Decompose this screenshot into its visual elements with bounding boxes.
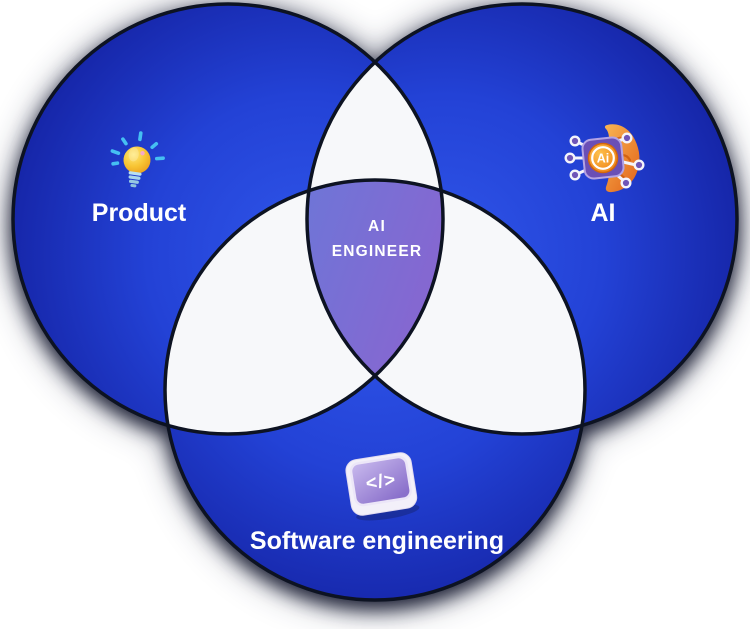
code-icon-screen: [349, 455, 412, 507]
ai-badge-ring-inner: [591, 146, 615, 170]
lightbulb-rays: [110, 131, 165, 166]
venn-outlines: [11, 2, 739, 602]
lightbulb-icon: [110, 131, 165, 188]
ai-badge-text: Ai: [597, 152, 610, 166]
code-icon: </>: [345, 452, 420, 521]
ai-circle-outline: [305, 2, 739, 436]
lightbulb-screw-base: [128, 171, 142, 188]
center-label-line2: ENGINEER: [332, 243, 423, 260]
center-label-line1: AI: [368, 218, 386, 235]
software-label: Software engineering: [250, 527, 504, 555]
software-circle-outline: [163, 178, 587, 602]
product-label: Product: [92, 199, 187, 227]
ai-brain-icon: Ai: [564, 124, 645, 193]
lightbulb-heart-sparkle: [140, 150, 145, 156]
network-nodes: [564, 132, 645, 189]
lightbulb-highlight: [128, 147, 139, 162]
ai-label: AI: [591, 199, 616, 227]
code-glyph: </>: [364, 469, 397, 495]
product-circle-outline: [11, 2, 445, 436]
